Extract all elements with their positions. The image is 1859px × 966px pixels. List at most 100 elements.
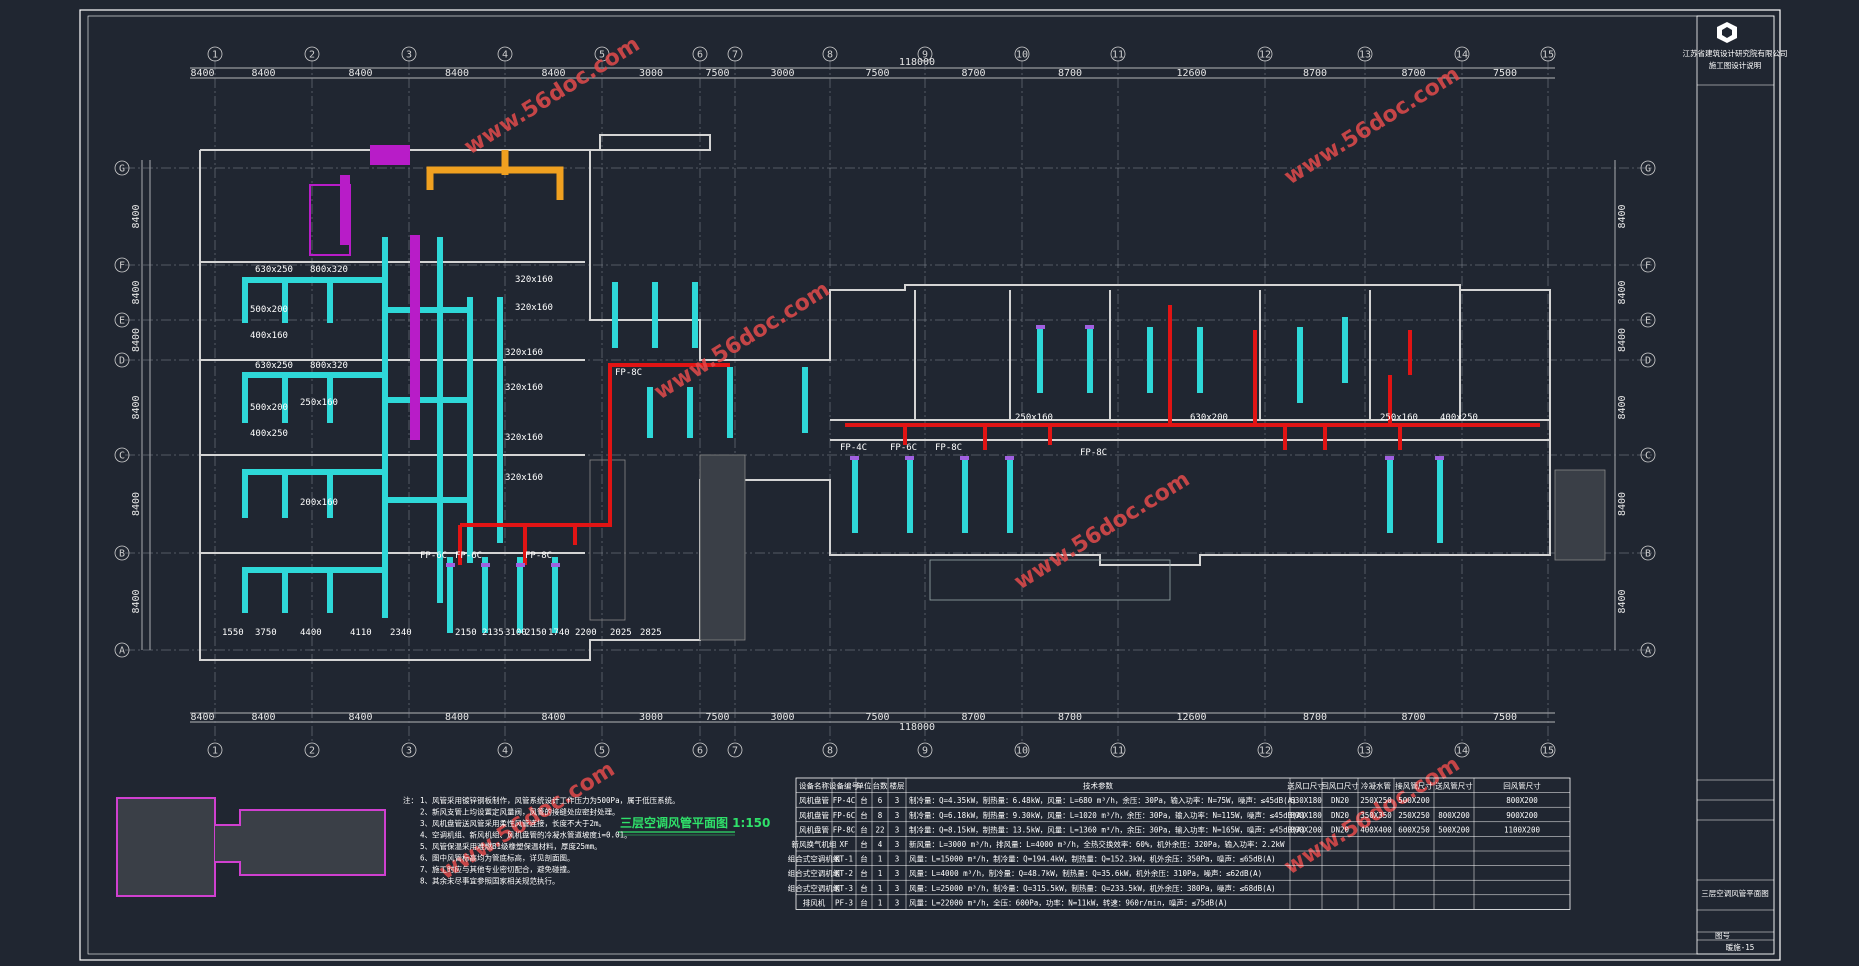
segment-dim: 2025 [610, 628, 632, 638]
top-dim-label: 8400 [445, 68, 469, 79]
bottom-dim-label: 8700 [961, 712, 985, 723]
note-line: 3、风机盘管送风管采用柔性风管连接，长度不大于2m。 [420, 818, 606, 828]
duct-label: 200x160 [300, 498, 338, 508]
schedule-header: 台数 [873, 781, 888, 791]
schedule-cell: 风机盘管 [799, 795, 829, 805]
sheet-number: 暖施-15 [1726, 942, 1755, 952]
duct-label: 320x160 [505, 473, 543, 483]
grid-column-label: 2 [309, 746, 315, 757]
segment-dim: 2200 [575, 628, 597, 638]
duct-label: 320x160 [505, 433, 543, 443]
duct-label: FP-4C [840, 443, 867, 453]
schedule-cell: 风量：L=4000 m³/h，制冷量：Q=48.7kW，制热量：Q=35.6kW… [909, 868, 1262, 878]
grid-lines: 1122334455667788991010111112121313141415… [114, 46, 1656, 758]
segment-dim: 2825 [640, 628, 662, 638]
duct-label: FP-8C [615, 368, 642, 378]
grid-bubble [1454, 46, 1470, 62]
duct-label: FP-8C [525, 551, 552, 561]
schedule-header: 回风口尺寸 [1321, 781, 1359, 791]
bottom-dim-label: 8700 [1303, 712, 1327, 723]
grid-column-label: 13 [1359, 50, 1371, 61]
company-logo-icon [1717, 22, 1737, 43]
overall-dimension-top: 118000 [899, 57, 935, 68]
schedule-cell: 风机盘管 [799, 824, 829, 834]
grid-bubble [1454, 742, 1470, 758]
top-dim-label: 3000 [770, 68, 794, 79]
schedule-cell: 3 [895, 869, 900, 878]
grid-bubble [1014, 742, 1030, 758]
grid-column-label: 4 [502, 50, 508, 61]
red-fresh-air-duct [458, 305, 1540, 565]
grid-column-label: 14 [1456, 746, 1468, 757]
grid-column-label: 3 [406, 746, 412, 757]
top-dim-label: 8700 [1058, 68, 1082, 79]
schedule-cell: KT-3 [835, 884, 853, 893]
left-dim-label: 8400 [131, 492, 142, 516]
schedule-header: 楼层 [890, 781, 905, 791]
duct-label: FP-6C [455, 551, 482, 561]
left-dim-label: 8400 [131, 589, 142, 613]
schedule-cell: 800X200 [1506, 796, 1538, 805]
grid-bubble [1110, 46, 1126, 62]
grid-column-label: 14 [1456, 50, 1468, 61]
note-line: 4、空调机组、新风机组、风机盘管的冷凝水管道坡度i=0.01。 [420, 830, 632, 840]
schedule-cell: PF-3 [835, 898, 853, 907]
grid-row-label: C [1645, 451, 1651, 462]
grid-bubble [692, 46, 708, 62]
overall-dimension-bottom: 118000 [899, 722, 935, 733]
duct-label: FP-8C [935, 443, 962, 453]
schedule-cell: 风量：L=25000 m³/h，制冷量：Q=315.5kW，制热量：Q=233.… [909, 883, 1276, 893]
schedule-cell: FP-8C [833, 825, 856, 834]
grid-bubble [304, 46, 320, 62]
schedule-cell: 1 [878, 855, 883, 864]
schedule-cell: 台 [860, 883, 868, 893]
duct-label: 320x160 [515, 275, 553, 285]
grid-row-label: A [1645, 646, 1651, 657]
project-name: 三层空调风管平面图 [1701, 888, 1769, 898]
grid-bubble [727, 742, 743, 758]
hatched-shafts [589, 454, 1606, 641]
schedule-cell: 制冷量：Q=4.35kW，制热量：6.48kW，风量：L=680 m³/h，余压… [909, 795, 1297, 805]
right-dim-label: 8400 [1617, 395, 1628, 419]
duct-label: 630x200 [1190, 413, 1228, 423]
grid-column-label: 5 [599, 746, 605, 757]
schedule-cell: 台 [860, 795, 868, 805]
top-dim-label: 8400 [190, 68, 214, 79]
sheet-label: 图号 [1715, 931, 1730, 940]
grid-bubble [1640, 160, 1656, 176]
schedule-cell: 台 [860, 897, 868, 907]
left-dim-label: 8400 [131, 395, 142, 419]
duct-label: FP-6C [890, 443, 917, 453]
schedule-cell: 3 [895, 811, 900, 820]
grid-column-label: 11 [1112, 746, 1124, 757]
drawing-title: 三层空调风管平面图 1:150 [620, 815, 770, 830]
grid-bubble [207, 46, 223, 62]
schedule-header: 技术参数 [1083, 781, 1113, 791]
top-dim-label: 7500 [1493, 68, 1517, 79]
grid-row-label: D [119, 356, 125, 367]
grid-bubble [917, 46, 933, 62]
duct-label: 320x160 [515, 303, 553, 313]
schedule-cell: 22 [875, 825, 884, 834]
magenta-main-duct [309, 175, 420, 440]
grid-bubble [1640, 642, 1656, 658]
grid-column-label: 9 [922, 50, 928, 61]
schedule-cell: 组合式空调机组 [788, 883, 841, 893]
company-subtitle: 施工图设计说明 [1709, 60, 1762, 70]
segment-dim: 3750 [255, 628, 277, 638]
duct-label: 400x250 [250, 429, 288, 439]
schedule-cell: 制冷量：Q=6.18kW，制热量：9.30kW，风量：L=1020 m³/h，余… [909, 810, 1306, 820]
schedule-cell: 新风量：L=3000 m³/h，排风量：L=4000 m³/h，全热交换效率：6… [909, 839, 1285, 849]
duct-label: 250x160 [1380, 413, 1418, 423]
schedule-cell: FP-6C [833, 811, 856, 820]
cyan-duct-network [242, 237, 1443, 633]
grid-row-label: E [1645, 316, 1651, 327]
schedule-cell: KT-1 [835, 855, 853, 864]
top-dim-label: 8400 [348, 68, 372, 79]
grid-column-label: 2 [309, 50, 315, 61]
top-dim-label: 8700 [1303, 68, 1327, 79]
bottom-dim-label: 8700 [1401, 712, 1425, 723]
